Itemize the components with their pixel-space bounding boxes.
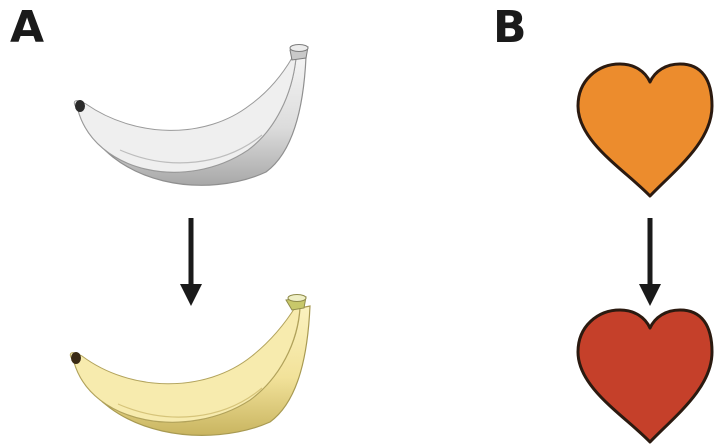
- banana-gray-icon: [74, 45, 308, 186]
- arrow-down-a: [180, 218, 202, 306]
- banana-yellow-icon: [70, 295, 310, 436]
- heart-red-icon: [578, 310, 712, 442]
- arrow-down-b: [639, 218, 661, 306]
- heart-orange-icon: [578, 64, 712, 196]
